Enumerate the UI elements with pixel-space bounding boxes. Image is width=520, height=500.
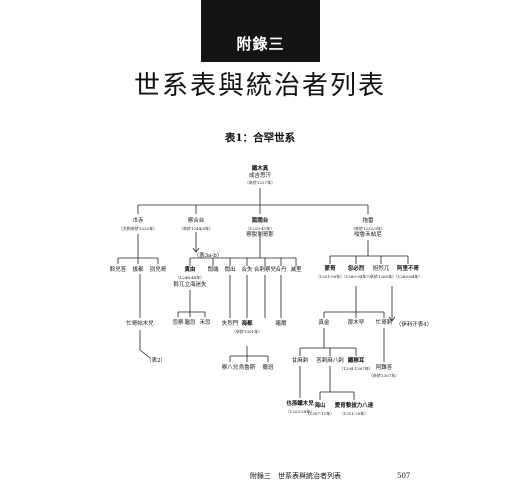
ref-table-3: （表3a-b）: [193, 253, 223, 259]
node-melik: 滅里: [290, 267, 302, 273]
page-number: 507: [397, 472, 411, 480]
node-genghis-title: 成吉思汗: [248, 173, 272, 179]
node-qucha: 忽察: [172, 320, 184, 326]
node-tolui-name: 拖雷: [362, 218, 374, 224]
node-ananda-reign: （卒於1307年）: [368, 373, 400, 378]
node-shiremun: 失烈門: [221, 321, 239, 327]
node-kublai-name: 忽必烈: [347, 266, 365, 272]
node-manggala: 忙哥剌: [375, 320, 393, 326]
node-sarban: 撒班: [262, 365, 274, 371]
node-orda: 斡兒答: [109, 267, 127, 273]
running-head: 附錄三 世系表與統治者列表: [250, 472, 341, 480]
node-mengu-temur: 忙哥帖木兒: [126, 321, 154, 327]
node-chagatai-name: 察合台: [187, 218, 205, 224]
node-zhenjin: 真金: [318, 320, 330, 326]
node-temur-reign: （1294-1307年）: [339, 366, 373, 371]
node-qaidu-reign: （卒於1301年）: [231, 329, 263, 334]
node-ananda-name: 阿難答: [375, 365, 393, 371]
node-kashin: 合失: [241, 267, 253, 273]
node-berke: 別兒哥: [149, 267, 167, 273]
node-tolui-reign: （卒於1232/3年）: [350, 226, 386, 231]
node-jochi-reign: （大約卒於1225年）: [118, 226, 158, 231]
node-mongke-name: 蒙哥: [324, 266, 336, 272]
node-qadan: 合丹: [275, 267, 287, 273]
node-ariq-boke-reign: （1260-64年）: [393, 274, 423, 279]
node-hulegu-name: 旭烈兀: [372, 266, 390, 272]
appendix-label: 附錄三: [236, 35, 285, 53]
node-yesun-temur-reign: （1323-28年）: [285, 409, 315, 414]
node-kammala: 甘麻剌: [291, 358, 309, 364]
node-qaidu-son: 睹爾: [275, 321, 287, 327]
node-chapar: 察八兒: [221, 365, 239, 371]
page-footer: 附錄三 世系表與統治者列表 507: [250, 472, 470, 480]
node-ayurbarwada-name: 愛育黎拔力八達: [334, 403, 374, 409]
node-batu: 拔都: [132, 267, 144, 273]
node-ariq-boke-name: 阿里不哥: [396, 266, 420, 272]
node-ogedei-reign: （1229-41年）: [245, 226, 275, 231]
node-qarachar: 合剌察兒: [253, 267, 277, 273]
node-darmabala: 答剌麻八剌: [316, 358, 344, 364]
node-tolui-consort: 唆魯禾帖尼: [354, 232, 382, 238]
node-yesun-temur-name: 也孫鐵木兒: [286, 401, 314, 407]
node-guyuk-name: 貴由: [184, 267, 196, 273]
node-khaishan-reign: （1307-11年）: [305, 411, 335, 416]
node-guyuk-reign: （1246-48年）: [175, 275, 205, 280]
node-nomukhan: 那木罕: [347, 320, 365, 326]
ref-table-2: （表2）: [146, 358, 166, 364]
node-jochi-name: 朮赤: [132, 218, 144, 224]
node-ayurbarwada-reign: （1311-20年）: [339, 411, 369, 416]
node-kublai-reign: （1260-94年）: [341, 274, 371, 279]
node-genghis-reign: （卒於1227年）: [244, 180, 276, 185]
node-khaishan-name: 海山: [314, 403, 326, 409]
node-kotan: 闊端: [207, 267, 219, 273]
node-kochu: 闊出: [224, 267, 236, 273]
node-qoqu: 禾忽: [199, 320, 211, 326]
node-ogedei-name: 窩闊台: [251, 218, 269, 224]
table-title: 表1：合罕世系: [224, 132, 296, 144]
node-naqu: 腦忽: [184, 320, 196, 326]
node-genghis-name: 鐵木真: [251, 166, 269, 172]
node-mongke-reign: （1251-59年）: [315, 274, 345, 279]
node-guyuk-consort: 斡兀立海迷失: [173, 282, 207, 288]
page-title: 世系表與統治者列表: [133, 71, 386, 101]
node-chagatai-reign: （卒於1244/5年）: [178, 226, 214, 231]
node-hulegu-reign: （卒於1265年）: [365, 274, 397, 279]
node-temur-name: 鐵穆耳: [347, 358, 365, 364]
ref-ilkhan-table-4: （伊利汗表4）: [395, 322, 433, 328]
node-qaidu-name: 海都: [241, 321, 253, 327]
node-ogedei-consort: 察脫列哥那: [246, 232, 274, 238]
node-orus: 烏魯斯: [238, 365, 256, 371]
appendix-banner: 附錄三: [201, 0, 320, 62]
